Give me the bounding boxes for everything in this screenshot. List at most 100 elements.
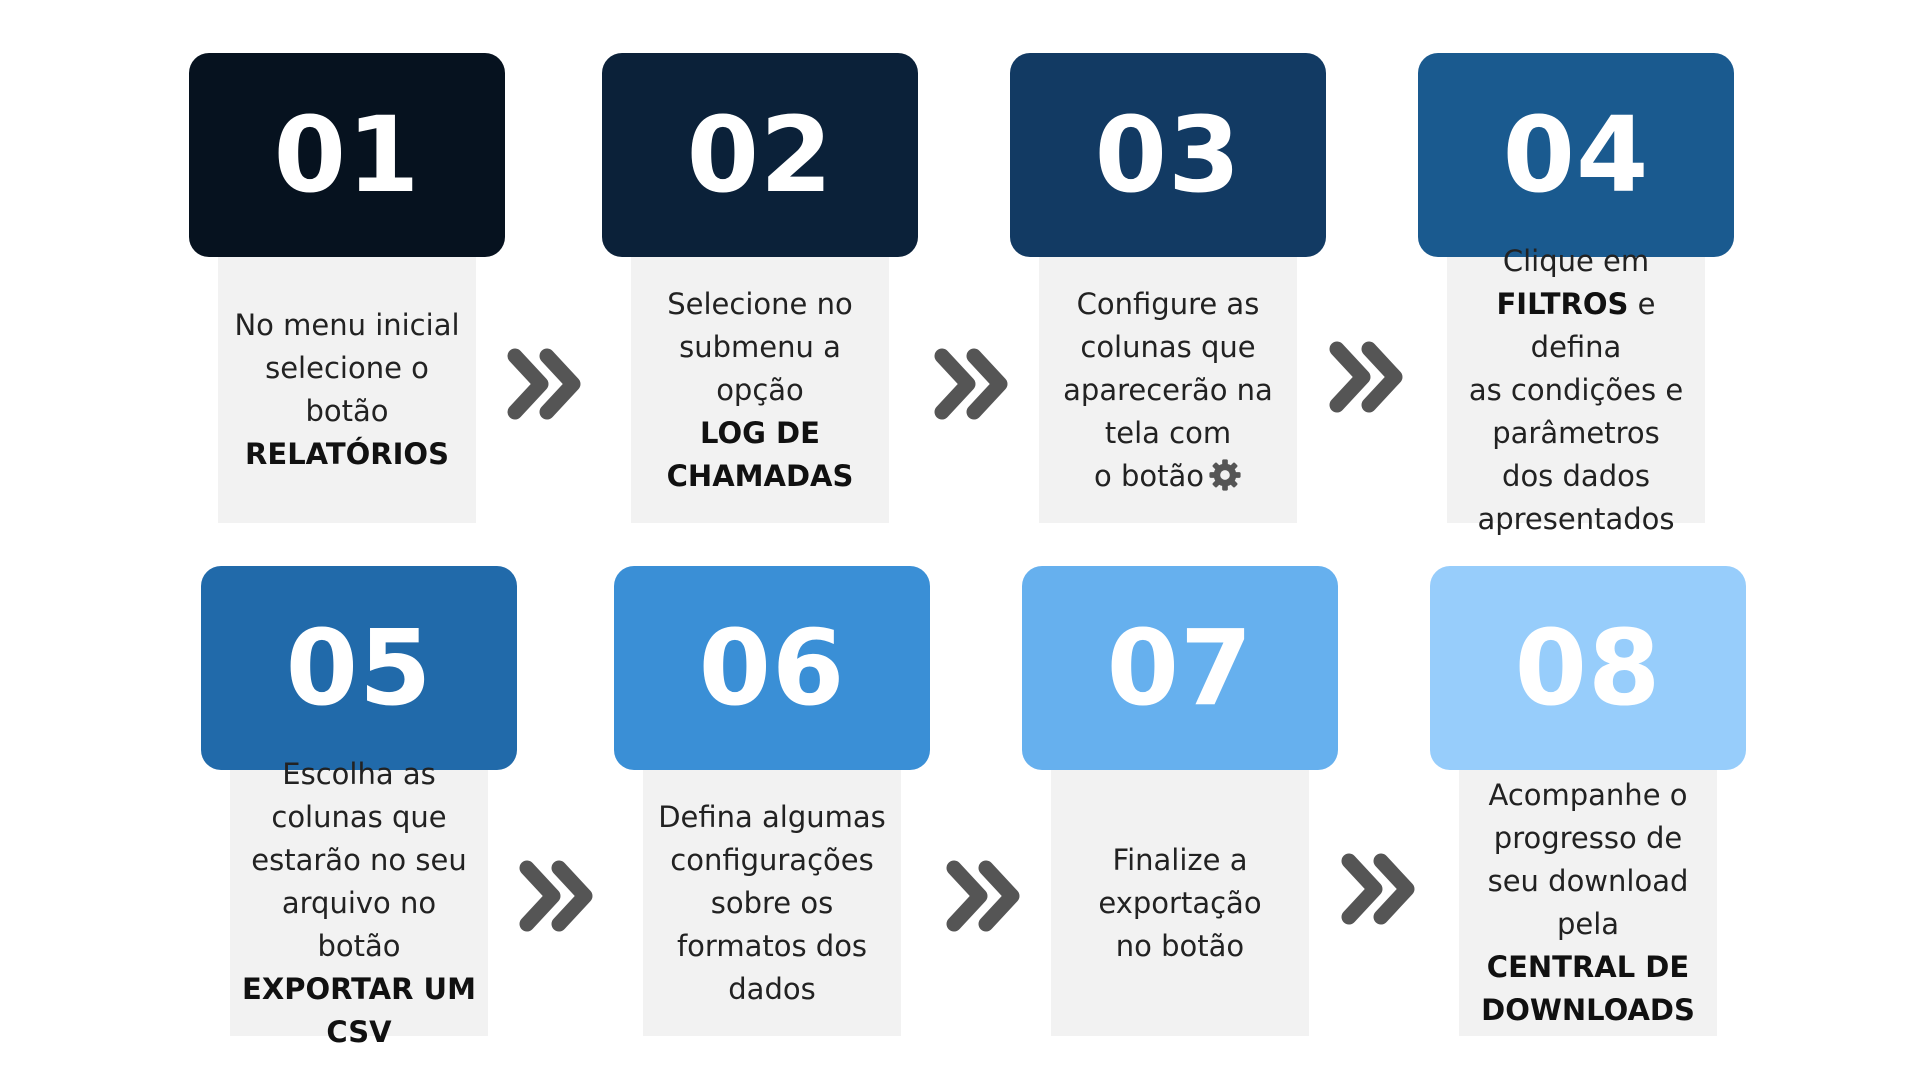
description-text: colunas que [1080, 329, 1256, 364]
description-text: Finalize a [1112, 842, 1248, 877]
description-text: Selecione no [667, 286, 853, 321]
step-description: Escolha as colunas que estarão no seu arqui… [230, 757, 488, 1049]
description-line: progresso de [1481, 817, 1695, 860]
step-description: Defina algumas configurações sobre os forma… [643, 770, 901, 1036]
description-text: dados [728, 971, 816, 1006]
description-line: aparecerão na [1063, 369, 1273, 412]
description-line: formatos dos [658, 925, 886, 968]
description-text: e defina [1530, 286, 1656, 364]
description-text: arquivo no botão [281, 885, 437, 963]
step-number-box: 05 [201, 566, 517, 770]
description-text: estarão no seu [251, 842, 467, 877]
double-chevron-right-icon [934, 348, 1008, 420]
step-description-text: Configure as colunas que aparecerão na tela… [1063, 283, 1273, 498]
description-text: Clique em [1502, 243, 1650, 278]
bold-keyword: EXPORTAR UM [242, 971, 476, 1006]
description-text: Acompanhe o [1488, 778, 1688, 812]
description-line: dados [658, 968, 886, 1011]
description-line: No menu inicial [234, 304, 459, 347]
description-line: CSV [236, 1011, 482, 1054]
description-text: selecione o [265, 351, 429, 385]
description-line: tela com [1063, 412, 1273, 455]
description-line: Defina algumas [658, 796, 886, 839]
description-text: sobre os [710, 885, 834, 920]
description-line: Escolha as [236, 753, 482, 796]
description-text: apresentados [1477, 501, 1675, 536]
description-text: Defina algumas [658, 799, 886, 834]
gear-icon [1209, 458, 1241, 491]
description-line: apresentados [1453, 498, 1699, 541]
description-text: tela com [1104, 415, 1232, 450]
description-text: pela [1556, 907, 1620, 941]
description-line: Configure as [1063, 283, 1273, 326]
description-text: No menu inicial [234, 308, 460, 342]
description-text: dos dados [1502, 458, 1650, 493]
description-line: Selecione no [667, 283, 854, 326]
description-text: seu download [1487, 864, 1689, 898]
step-description: Configure as colunas que aparecerão na tela… [1039, 257, 1297, 523]
double-chevron-right-icon [519, 860, 593, 932]
description-text: colunas que [271, 799, 447, 834]
description-text: opção [716, 372, 804, 407]
step-number-box: 01 [189, 53, 505, 257]
description-text: Escolha as [282, 756, 436, 791]
step-number-box: 07 [1022, 566, 1338, 770]
description-text: formatos dos [676, 928, 868, 963]
step-description-text: Escolha as colunas que estarão no seu arqui… [236, 753, 482, 1054]
description-line: pela [1481, 903, 1695, 946]
description-text: parâmetros [1492, 415, 1660, 450]
description-line: botão [234, 390, 459, 433]
description-line: Acompanhe o [1481, 774, 1695, 817]
description-text: aparecerão na [1063, 372, 1273, 407]
description-text: o botão [1093, 458, 1204, 493]
description-line: configurações [658, 839, 886, 882]
description-text: exportação [1098, 885, 1262, 920]
description-line: RELATÓRIOS [234, 433, 459, 476]
step-number-box: 06 [614, 566, 930, 770]
step-number-box: 02 [602, 53, 918, 257]
description-line: seu download [1481, 860, 1695, 903]
bold-keyword: FILTROS [1496, 286, 1629, 321]
description-line: opção [667, 369, 854, 412]
description-text: progresso de [1493, 821, 1683, 855]
description-line: EXPORTAR UM [236, 968, 482, 1011]
step-description: Finalize a exportação no botão [1051, 770, 1309, 1036]
description-line: CENTRAL DE [1481, 946, 1695, 989]
step-description-text: Defina algumas configurações sobre os forma… [658, 796, 886, 1011]
description-text: as condições e [1468, 372, 1684, 407]
step-number-box: 03 [1010, 53, 1326, 257]
description-line: estarão no seu [236, 839, 482, 882]
description-line: dos dados [1453, 455, 1699, 498]
description-text: configurações [670, 842, 874, 877]
description-line: submenu a [667, 326, 854, 369]
description-text: no botão [1115, 928, 1245, 963]
description-text: submenu a [679, 329, 841, 364]
bold-keyword: RELATÓRIOS [245, 437, 449, 471]
description-line: selecione o [234, 347, 459, 390]
description-line: Clique em [1453, 240, 1699, 283]
step-number-box: 04 [1418, 53, 1734, 257]
description-line: LOG DE [667, 412, 854, 455]
bold-keyword: LOG DE [700, 415, 820, 450]
description-line: colunas que [236, 796, 482, 839]
double-chevron-right-icon [946, 860, 1020, 932]
double-chevron-right-icon [1341, 853, 1415, 925]
bold-keyword: CSV [326, 1014, 392, 1049]
description-line: parâmetros [1453, 412, 1699, 455]
description-text: Configure as [1076, 286, 1260, 321]
double-chevron-right-icon [1329, 341, 1403, 413]
description-line: Finalize a [1098, 839, 1261, 882]
description-line: CHAMADAS [667, 455, 854, 498]
description-line: FILTROS e defina [1453, 283, 1699, 369]
bold-keyword: DOWNLOADS [1481, 993, 1695, 1027]
description-text: botão [305, 394, 389, 428]
